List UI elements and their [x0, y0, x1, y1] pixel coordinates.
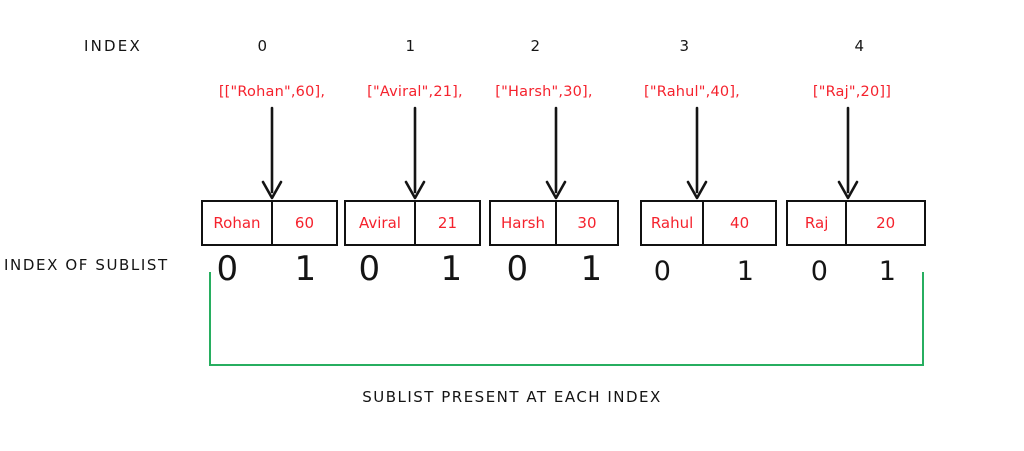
node-3-value: 40: [730, 214, 750, 232]
node-0-value: 60: [294, 214, 314, 232]
node-4-name: Raj: [788, 202, 848, 244]
sub-index-0-one: 1: [294, 249, 318, 289]
node-box-0: Rohan 60: [201, 200, 338, 246]
sub-index-1-one: 1: [440, 249, 464, 289]
arrow-to-node-4: [834, 106, 862, 206]
index-number-4: 4: [854, 37, 866, 55]
sub-index-4-one: 1: [878, 256, 898, 287]
index-number-1: 1: [405, 37, 417, 55]
sub-index-1-zero: 0: [358, 249, 382, 289]
node-box-3: Rahul 40: [640, 200, 777, 246]
node-2-value: 30: [577, 214, 597, 232]
bracket-left-edge: [209, 272, 211, 366]
node-1-value: 21: [437, 214, 457, 232]
sub-index-2-zero: 0: [506, 249, 530, 289]
node-box-4: Raj 20: [786, 200, 926, 246]
pair-annotation-0: [["Rohan",60],: [218, 84, 326, 100]
node-1-name: Aviral: [346, 202, 416, 244]
pair-annotation-1: ["Aviral",21],: [367, 84, 463, 100]
index-label: INDEX: [84, 37, 142, 55]
node-2-name: Harsh: [491, 202, 557, 244]
index-number-0: 0: [257, 37, 269, 55]
sub-index-3-zero: 0: [653, 256, 673, 287]
node-box-1: Aviral 21: [344, 200, 481, 246]
node-0-name: Rohan: [203, 202, 273, 244]
pair-annotation-3: ["Rahul",40],: [644, 84, 740, 100]
bottom-caption: SUBLIST PRESENT AT EACH INDEX: [362, 388, 662, 406]
sub-index-3-one: 1: [736, 256, 756, 287]
arrow-to-node-0: [258, 106, 286, 206]
bracket-bottom-edge: [209, 364, 924, 366]
pair-annotation-2: ["Harsh",30],: [495, 84, 593, 100]
index-of-sublist-label: INDEX OF SUBLIST: [4, 256, 169, 274]
arrow-to-node-2: [542, 106, 570, 206]
bracket-right-edge: [922, 272, 924, 366]
node-box-2: Harsh 30: [489, 200, 619, 246]
index-number-3: 3: [679, 37, 691, 55]
node-4-value: 20: [876, 214, 896, 232]
node-3-name: Rahul: [642, 202, 705, 244]
pair-annotation-4: ["Raj",20]]: [812, 84, 892, 100]
sub-index-2-one: 1: [580, 249, 604, 289]
index-number-2: 2: [530, 37, 542, 55]
sub-index-4-zero: 0: [810, 256, 830, 287]
arrow-to-node-1: [401, 106, 429, 206]
arrow-to-node-3: [683, 106, 711, 206]
sub-index-0-zero: 0: [216, 249, 240, 289]
